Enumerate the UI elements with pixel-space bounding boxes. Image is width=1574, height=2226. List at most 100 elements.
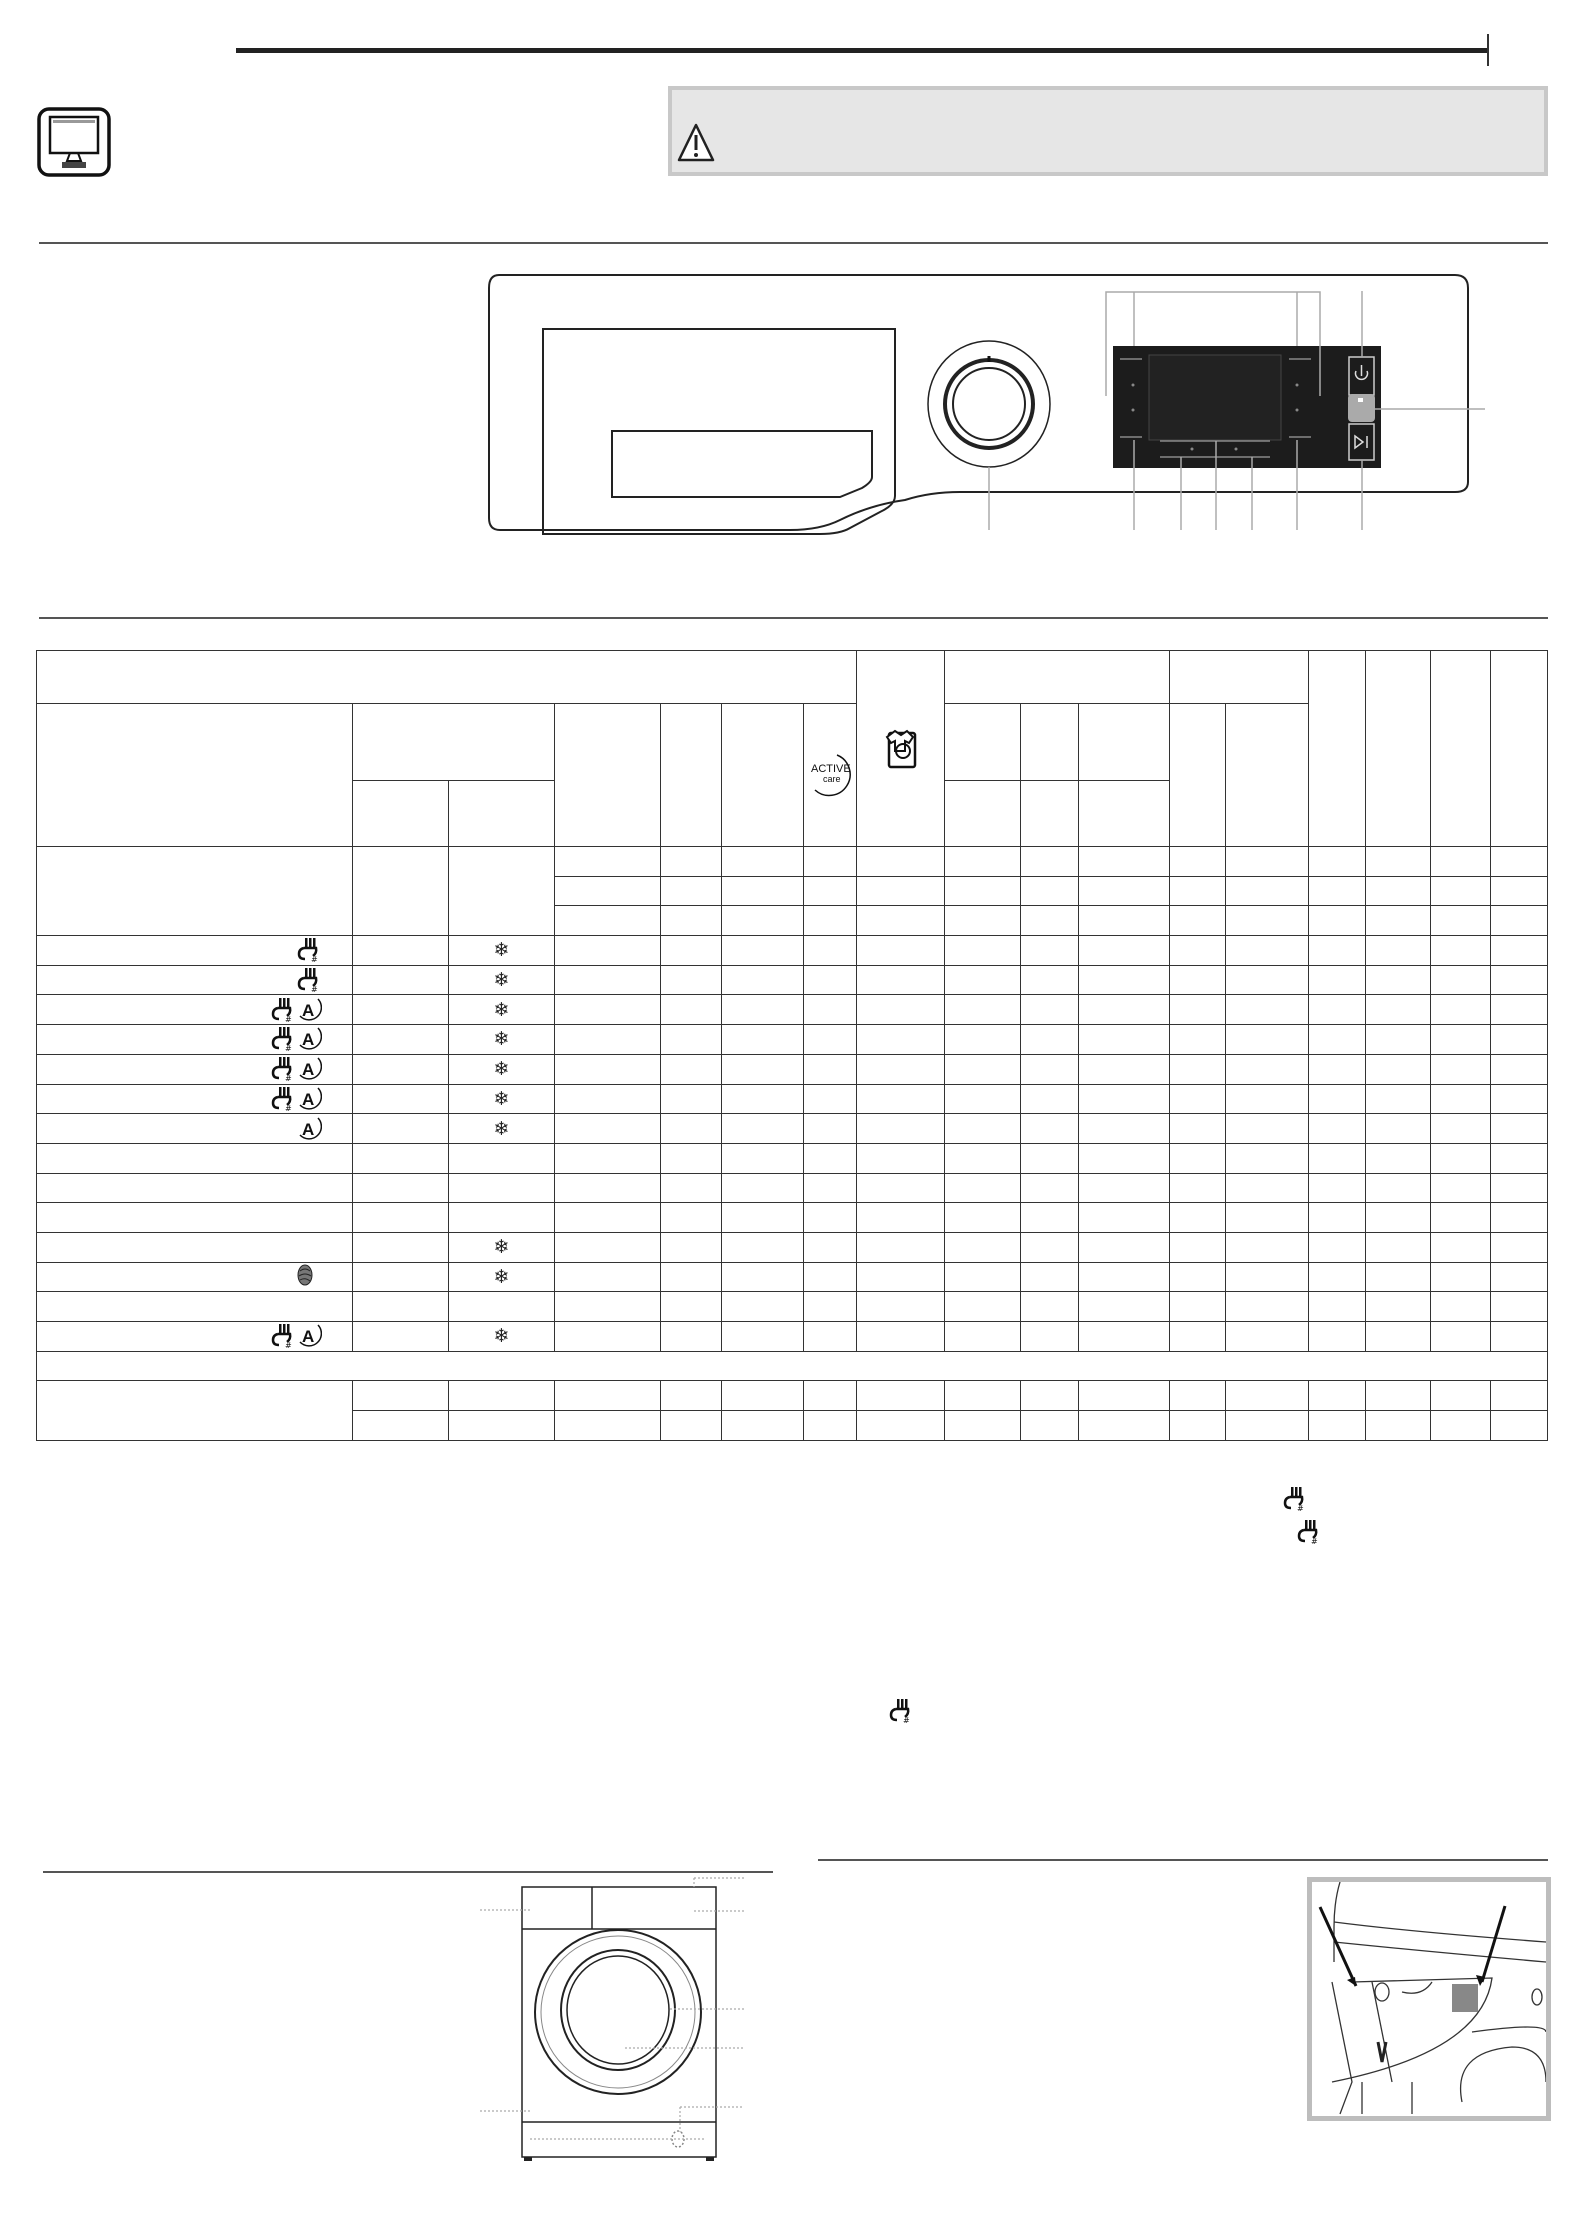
table-cell bbox=[1225, 1202, 1310, 1233]
table-cell bbox=[856, 994, 946, 1026]
table-cell bbox=[1225, 1380, 1310, 1412]
prog-dose-icon bbox=[271, 1085, 294, 1113]
table-cell bbox=[1078, 846, 1171, 877]
warning-triangle-icon bbox=[677, 123, 715, 162]
table-cell bbox=[554, 1231, 661, 1263]
table-cell bbox=[1308, 1142, 1367, 1174]
table-cell bbox=[1490, 1024, 1549, 1055]
table-cell bbox=[1078, 994, 1171, 1026]
table-cell bbox=[1365, 846, 1432, 877]
auto-dose-icon bbox=[299, 1087, 322, 1110]
table-cell bbox=[554, 994, 661, 1026]
programme-label-cell bbox=[36, 1231, 353, 1263]
table-cell bbox=[802, 994, 858, 1026]
table-cell bbox=[944, 1024, 1022, 1055]
table-cell bbox=[554, 875, 661, 907]
table-cell bbox=[1225, 994, 1310, 1026]
programme-label-cell bbox=[36, 964, 353, 996]
table-cell bbox=[1169, 935, 1227, 966]
table-cell bbox=[554, 1172, 661, 1204]
table-cell bbox=[1490, 1142, 1549, 1174]
section-divider bbox=[818, 1859, 1548, 1861]
section-divider bbox=[43, 1871, 773, 1873]
table-cell bbox=[721, 1380, 804, 1412]
snowflake-icon: ❄ bbox=[448, 994, 555, 1026]
table-cell bbox=[802, 964, 858, 996]
table-cell bbox=[856, 1261, 946, 1293]
table-cell bbox=[660, 1113, 722, 1144]
table-cell bbox=[1020, 1380, 1080, 1412]
table-cell bbox=[1430, 905, 1492, 937]
programme-label-cell bbox=[36, 1113, 353, 1144]
control-panel-diagram bbox=[488, 274, 1485, 535]
header-cell bbox=[1169, 703, 1227, 847]
table-cell bbox=[1078, 1380, 1171, 1412]
header-cell bbox=[1490, 650, 1549, 847]
table-cell bbox=[1020, 1053, 1080, 1085]
table-cell bbox=[944, 1231, 1022, 1263]
auto-dose-icon bbox=[299, 1324, 322, 1348]
programme-label-cell bbox=[36, 1172, 353, 1204]
snowflake-icon: ❄ bbox=[448, 1261, 555, 1293]
programme-label-cell bbox=[36, 935, 353, 966]
table-cell bbox=[660, 1380, 722, 1412]
table-cell bbox=[1078, 964, 1171, 996]
table-cell bbox=[554, 1261, 661, 1293]
table-cell bbox=[1169, 1113, 1227, 1144]
table-cell bbox=[1020, 1083, 1080, 1115]
table-cell bbox=[554, 1083, 661, 1115]
table-cell bbox=[1225, 964, 1310, 996]
table-cell bbox=[944, 1053, 1022, 1085]
table-cell bbox=[1020, 1113, 1080, 1144]
warning-box bbox=[668, 86, 1548, 176]
table-cell bbox=[1225, 1083, 1310, 1115]
table-cell bbox=[1078, 1261, 1171, 1293]
table-cell bbox=[802, 1291, 858, 1322]
table-cell bbox=[660, 964, 722, 996]
table-cell bbox=[1308, 1410, 1367, 1441]
table-cell bbox=[802, 1202, 858, 1233]
auto-dose-icon bbox=[299, 1027, 322, 1051]
table-cell bbox=[352, 1261, 449, 1293]
table-cell bbox=[554, 1410, 661, 1441]
table-cell bbox=[944, 1202, 1022, 1233]
prog-dose-icon bbox=[1297, 1518, 1320, 1546]
table-cell bbox=[721, 1083, 804, 1115]
header-cell bbox=[944, 703, 1022, 781]
table-cell bbox=[1169, 905, 1227, 937]
table-cell bbox=[1490, 994, 1549, 1026]
drawer-handle bbox=[611, 430, 873, 498]
table-cell bbox=[1169, 846, 1227, 877]
table-cell bbox=[1078, 1083, 1171, 1115]
table-cell bbox=[1225, 1024, 1310, 1055]
table-cell bbox=[1169, 1380, 1227, 1412]
table-cell bbox=[1225, 1231, 1310, 1263]
snowflake-icon: ❄ bbox=[493, 1325, 510, 1348]
table-cell bbox=[1020, 1142, 1080, 1174]
table-cell bbox=[1430, 875, 1492, 907]
table-cell bbox=[1430, 935, 1492, 966]
table-cell bbox=[1365, 1053, 1432, 1085]
table-cell bbox=[448, 1410, 555, 1441]
auto-dose-icon bbox=[299, 1057, 322, 1080]
table-cell bbox=[721, 1142, 804, 1174]
table-cell bbox=[1365, 1113, 1432, 1144]
table-cell bbox=[1365, 1261, 1432, 1293]
table-cell bbox=[944, 1083, 1022, 1115]
table-cell bbox=[1365, 1024, 1432, 1055]
programme-table: ACTIVE care care ❄❄❄❄❄❄❄❄❄❄ bbox=[35, 650, 1549, 1441]
table-row: ❄ bbox=[36, 1053, 1549, 1085]
header-cell bbox=[1308, 650, 1367, 847]
table-row bbox=[36, 1380, 1549, 1441]
table-cell bbox=[856, 1083, 946, 1115]
table-cell bbox=[721, 1053, 804, 1085]
snowflake-icon: ❄ bbox=[448, 935, 555, 966]
table-cell bbox=[1169, 875, 1227, 907]
table-cell bbox=[1225, 1291, 1310, 1322]
table-cell bbox=[448, 1380, 555, 1412]
table-row: ❄ bbox=[36, 1024, 1549, 1055]
table-cell bbox=[36, 1380, 353, 1441]
header-cell bbox=[1430, 650, 1492, 847]
table-cell bbox=[554, 1053, 661, 1085]
table-cell bbox=[352, 1231, 449, 1263]
